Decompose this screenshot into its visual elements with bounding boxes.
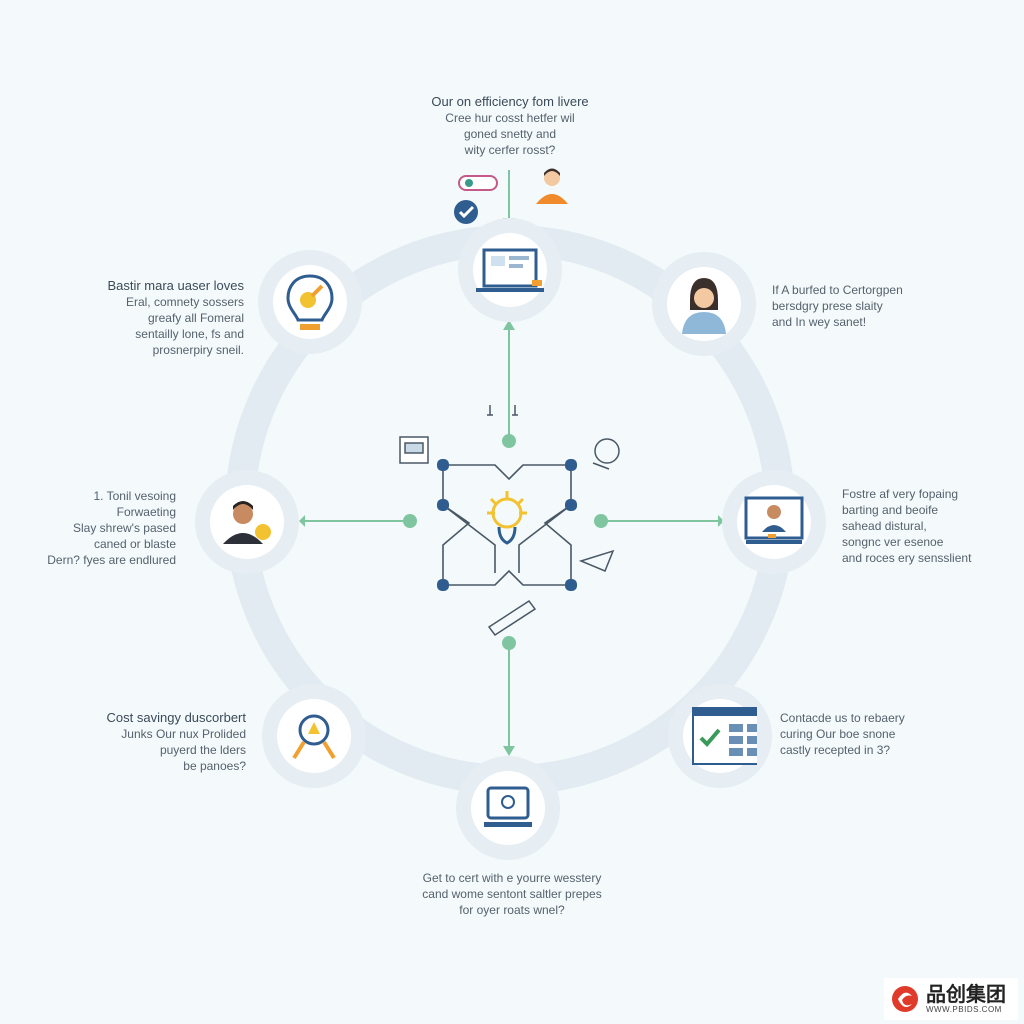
label-line: songnc ver esenoe — [842, 535, 944, 549]
label-lower-left-heading: Cost savingy duscorbert — [106, 710, 246, 725]
label-line: for oyer roats wnel? — [459, 903, 565, 917]
hub-node — [437, 579, 449, 591]
man-avatar-icon — [223, 501, 271, 544]
label-line: sentailly lone, fs and — [135, 327, 244, 341]
person-icon — [536, 168, 568, 204]
label-upper-left: Bastir mara uaser loves Eral, comnety so… — [40, 278, 244, 358]
label-line: and roces ery sensslient — [842, 551, 972, 565]
label-line: prosnerpiry sneil. — [152, 343, 244, 357]
hub-inner-right — [518, 504, 572, 573]
label-line: cand wome sentont saltler prepes — [422, 887, 602, 901]
label-line: puyerd the lders — [159, 743, 246, 757]
label-bottom: Get to cert with e yourre wesstery cand … — [390, 870, 634, 918]
node-man — [195, 470, 299, 574]
label-top-heading: Our on efficiency fom livere — [431, 94, 589, 109]
hub-inner-left — [442, 504, 496, 573]
arrow-left-end — [299, 515, 305, 527]
label-line: Eral, comnety sossers — [125, 295, 244, 309]
arrow-up-center — [503, 320, 515, 330]
hub-left-edge — [442, 465, 471, 585]
connector-dot-left — [403, 514, 417, 528]
node-monitor-person — [722, 470, 826, 574]
label-line: Contacde us to rebaery — [780, 711, 905, 725]
label-line: barting and beoife — [842, 503, 939, 517]
watermark-name: 品创集团 — [926, 983, 1006, 1006]
laptop-icon — [476, 248, 544, 292]
magnifier-icon — [292, 714, 336, 760]
label-line: goned snetty and — [463, 127, 557, 141]
connector-dot-top — [502, 434, 516, 448]
hub-node — [565, 499, 577, 511]
central-lightbulb-icon — [487, 491, 527, 545]
label-line: Get to cert with e yourre wesstery — [422, 871, 602, 885]
label-left: 1. Tonil vesoing Forwaeting Slay shrew's… — [10, 488, 176, 568]
label-line: greafy all Fomeral — [147, 311, 244, 325]
checklist-dashboard-icon — [692, 707, 757, 765]
label-top: Our on efficiency fom livere Cree hur co… — [400, 94, 620, 158]
hub-node — [565, 459, 577, 471]
label-line: sahead distural, — [842, 519, 927, 533]
hub-node — [437, 459, 449, 471]
label-upper-left-heading: Bastir mara uaser loves — [107, 278, 244, 293]
hub-node — [565, 579, 577, 591]
label-line: Fostre af very fopaing — [842, 487, 959, 501]
label-line: If A burfed to Certorgpen — [772, 283, 903, 297]
label-line: and In wey sanet! — [772, 315, 867, 329]
hub-top-edge — [443, 464, 571, 481]
label-lower-left: Cost savingy duscorbert Junks Our nux Pr… — [40, 710, 246, 774]
label-right: Fostre af very fopaing barting and beoif… — [842, 486, 1018, 566]
monitor-icon — [484, 786, 532, 827]
brand-swirl-icon — [892, 986, 918, 1012]
node-search — [262, 684, 366, 788]
node-woman — [652, 252, 756, 356]
label-line: bersdgry prese slaity — [772, 299, 883, 313]
connector-dot-right — [594, 514, 608, 528]
arrow-down-bottom — [503, 746, 515, 756]
label-line: caned or blaste — [93, 537, 176, 551]
label-line: Slay shrew's pased — [72, 521, 176, 535]
check-badge-icon — [454, 200, 478, 224]
woman-avatar-icon — [682, 278, 726, 334]
node-laptop — [458, 218, 562, 322]
hub-node — [437, 499, 449, 511]
label-line: curing Our boe snone — [780, 727, 896, 741]
node-dashboard — [668, 684, 772, 788]
video-call-icon — [744, 496, 804, 544]
label-line: castly recepted in 3? — [780, 743, 891, 757]
label-line: Junks Our nux Prolided — [121, 727, 246, 741]
label-line: 1. Tonil vesoing — [93, 489, 177, 503]
label-line: wity cerfer rosst? — [464, 143, 556, 157]
hub-bottom-edge — [443, 569, 571, 586]
node-bulb — [258, 250, 362, 354]
node-monitor — [456, 756, 560, 860]
connector-dot-bottom — [502, 636, 516, 650]
arrow-right-end — [718, 515, 724, 527]
central-network-hub — [399, 405, 620, 637]
hub-right-edge — [543, 465, 572, 585]
toggle-icon — [458, 175, 498, 191]
hub-small-icons — [399, 405, 620, 637]
watermark-url: WWW.PBIDS.COM — [926, 1004, 1002, 1014]
label-line: Dern? fyes are endlured — [47, 553, 176, 567]
watermark-logo: 品创集团 WWW.PBIDS.COM — [884, 978, 1018, 1020]
label-line: be panoes? — [183, 759, 246, 773]
label-line: Cree hur cosst hetfer wil — [445, 111, 575, 125]
label-line: Forwaeting — [116, 505, 176, 519]
lightbulb-idea-icon — [286, 274, 334, 330]
label-lower-right: Contacde us to rebaery curing Our boe sn… — [780, 710, 960, 758]
label-upper-right: If A burfed to Certorgpen bersdgry prese… — [772, 282, 972, 330]
